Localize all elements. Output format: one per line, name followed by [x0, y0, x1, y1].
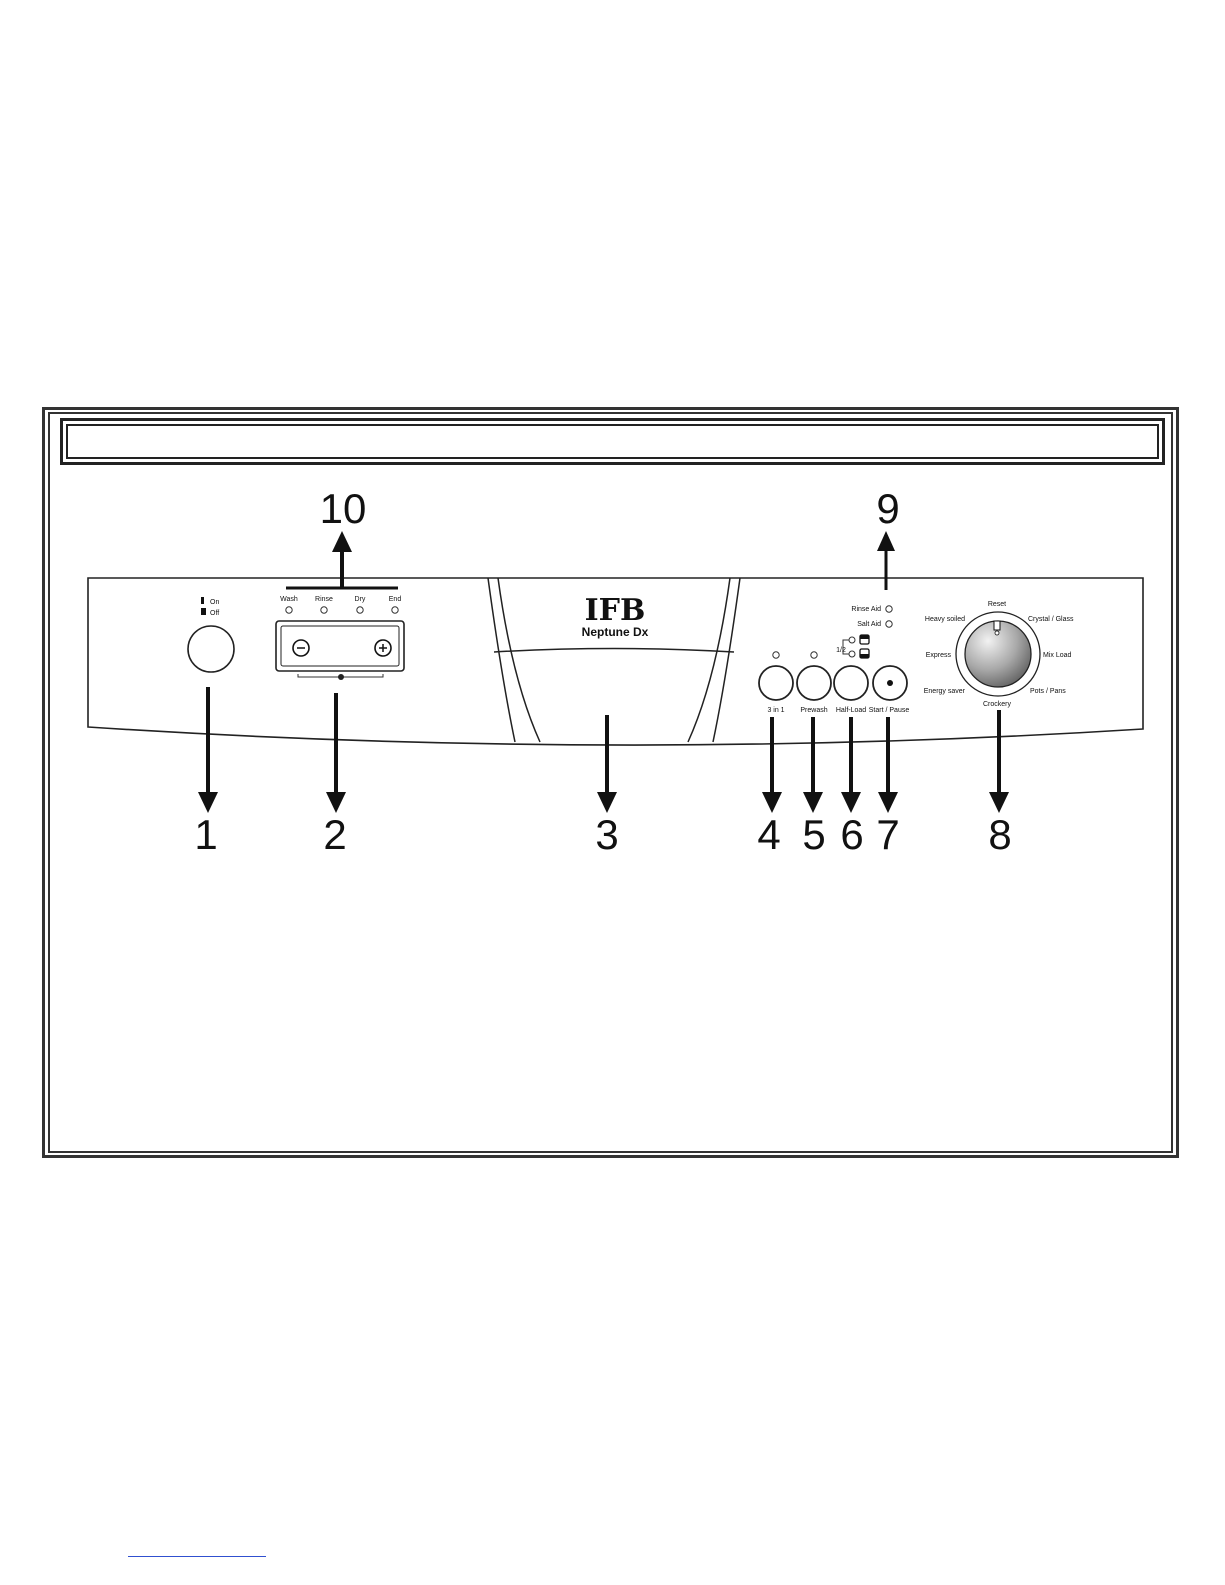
lower-rack-fill: [860, 654, 869, 658]
power-off-icon: [201, 608, 206, 615]
power-on-icon: [201, 597, 204, 604]
info-icon: [338, 674, 344, 680]
page-link-underline[interactable]: [128, 1556, 266, 1557]
start-dot-icon: [887, 680, 893, 686]
start-pause-label: Start / Pause: [869, 707, 910, 714]
salt-aid-label: Salt Aid: [857, 621, 881, 628]
prewash-button[interactable]: [797, 666, 831, 700]
program-label: Reset: [988, 601, 1006, 608]
three-in-one-label: 3 in 1: [767, 707, 784, 714]
three-in-one-led: [773, 652, 779, 658]
stage-led: [321, 607, 327, 613]
callout-number-3: 3: [595, 811, 618, 858]
power-off-label: Off: [210, 610, 219, 617]
callout-number-1: 1: [194, 811, 217, 858]
callout-number-9: 9: [876, 485, 899, 532]
half-load-button[interactable]: [834, 666, 868, 700]
power-button[interactable]: [188, 626, 234, 672]
callout-number-4: 4: [757, 811, 780, 858]
three-in-one-button[interactable]: [759, 666, 793, 700]
program-label: Energy saver: [924, 688, 966, 695]
program-label: Express: [926, 652, 952, 659]
callout-number-6: 6: [840, 811, 863, 858]
half-load-led-lower: [849, 651, 855, 657]
stage-label: End: [389, 596, 402, 603]
brand-logo: IFB: [585, 593, 646, 628]
dial-pointer-icon: [994, 621, 1000, 630]
prewash-led: [811, 652, 817, 658]
stage-label: Wash: [280, 596, 298, 603]
salt-aid-led: [886, 621, 892, 627]
half-load-marker: 1/2: [836, 647, 846, 654]
rinse-aid-led: [886, 606, 892, 612]
rinse-aid-label: Rinse Aid: [851, 606, 881, 613]
program-label: Mix Load: [1043, 652, 1072, 659]
dial-pointer-dot: [995, 631, 999, 635]
stage-label: Dry: [355, 596, 366, 603]
stage-led: [286, 607, 292, 613]
half-load-label: Half-Load: [836, 707, 866, 714]
half-load-led-upper: [849, 637, 855, 643]
program-label: Crockery: [983, 701, 1012, 708]
callout-number-10: 10: [320, 485, 367, 532]
prewash-label: Prewash: [800, 707, 827, 714]
program-label: Heavy soiled: [925, 616, 965, 623]
program-label: Crystal / Glass: [1028, 616, 1074, 623]
power-on-label: On: [210, 599, 219, 606]
stage-led: [357, 607, 363, 613]
stage-label: Rinse: [315, 596, 333, 603]
brand-model: Neptune Dx: [582, 625, 649, 639]
callout-number-5: 5: [802, 811, 825, 858]
program-label: Pots / Pans: [1030, 688, 1066, 695]
callout-number-2: 2: [323, 811, 346, 858]
callout-number-7: 7: [876, 811, 899, 858]
callout-number-8: 8: [988, 811, 1011, 858]
upper-rack-fill: [860, 635, 869, 639]
stage-led: [392, 607, 398, 613]
